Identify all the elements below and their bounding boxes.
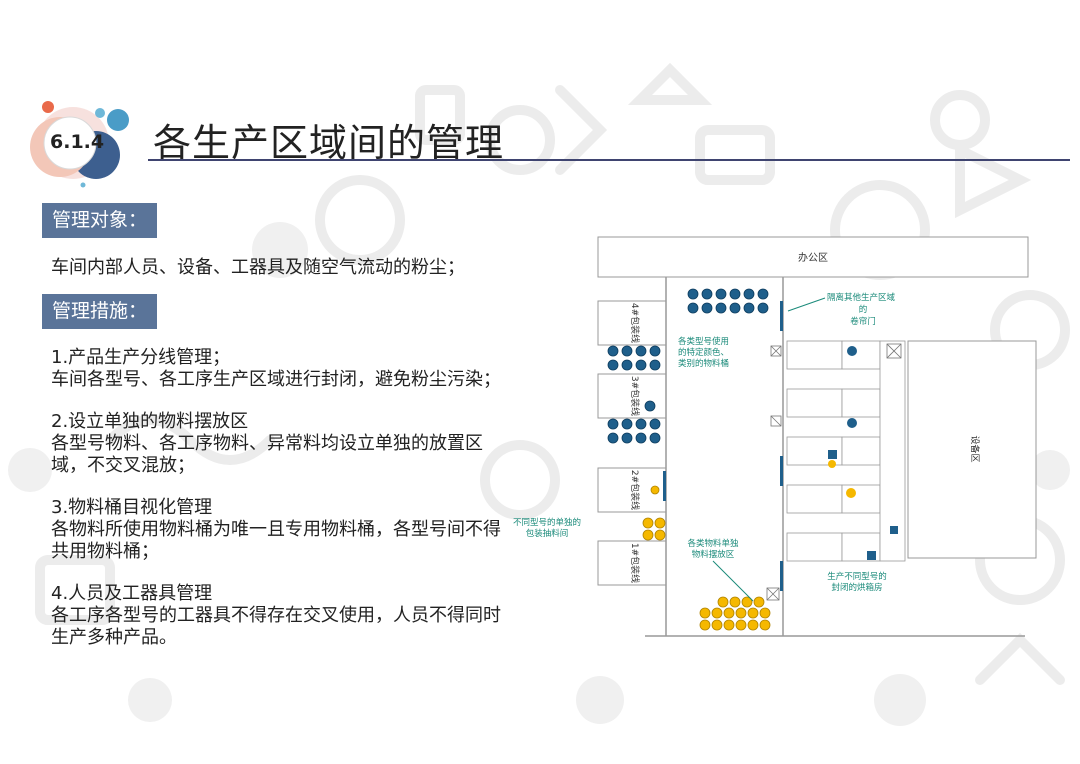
section-number: 6.1.4 — [50, 131, 105, 153]
measure-title: 3.物料桶目视化管理 — [51, 497, 213, 518]
floor-plan: 办公区 4#包装线 3#包装线 2#包装线 1#包装线 设备区 — [513, 236, 1037, 637]
callout-rooms: 封闭的烘箱房 — [831, 582, 882, 593]
callout-isolation: 的 — [859, 304, 868, 315]
line-label: 3#包装线 — [629, 376, 641, 416]
callout-bins: 类别的物料桶 — [678, 358, 729, 369]
oven-rooms — [786, 340, 906, 562]
measure-item: 2.设立单独的物料摆放区 各型号物料、各工序物料、异常料均设立单独的放置区域，不… — [51, 411, 501, 477]
measure-title: 4.人员及工器具管理 — [51, 583, 213, 604]
callout-pack: 不同型号的单独的 — [513, 517, 581, 528]
equipment-area — [907, 340, 1037, 559]
measure-title: 2.设立单独的物料摆放区 — [51, 411, 249, 432]
section-badge-bubbles — [30, 101, 129, 188]
target-text: 车间内部人员、设备、工器具及随空气流动的粉尘； — [51, 257, 465, 278]
callout-area: 各类物料单独 — [687, 538, 739, 549]
line-label: 2#包装线 — [629, 470, 641, 510]
line-label: 4#包装线 — [629, 303, 641, 343]
packing-line-1 — [597, 540, 667, 586]
callout-rooms: 生产不同型号的 — [827, 571, 887, 582]
measure-item: 3.物料桶目视化管理 各物料所使用物料桶为唯一且专用物料桶，各型号间不得共用物料… — [51, 497, 501, 563]
office-label: 办公区 — [798, 251, 828, 264]
callout-bins: 各类型号使用 — [678, 336, 729, 347]
callout-isolation: 卷帘门 — [850, 316, 876, 327]
measures-label: 管理措施： — [42, 294, 158, 329]
callout-area: 物料摆放区 — [692, 549, 735, 560]
measure-body: 各物料所使用物料桶为唯一且专用物料桶，各型号间不得共用物料桶； — [51, 519, 501, 562]
packing-line-4 — [597, 300, 667, 346]
yellow-bins — [642, 485, 771, 631]
measure-item: 1.产品生产分线管理； 车间各型号、各工序生产区域进行封闭，避免粉尘污染； — [51, 347, 501, 391]
measure-body: 各工序各型号的工器具不得存在交叉使用，人员不得同时生产多种产品。 — [51, 605, 501, 648]
measure-item: 4.人员及工器具管理 各工序各型号的工器具不得存在交叉使用，人员不得同时生产多种… — [51, 583, 501, 649]
equipment-label: 设备区 — [969, 435, 981, 462]
measure-body: 各型号物料、各工序物料、异常料均设立单独的放置区域，不交叉混放； — [51, 433, 483, 476]
line-label: 1#包装线 — [629, 543, 641, 583]
measure-body: 车间各型号、各工序生产区域进行封闭，避免粉尘污染； — [51, 369, 501, 390]
callout-isolation: 隔离其他生产区域 — [827, 292, 896, 303]
callout-bins: 的特定颜色、 — [678, 347, 729, 358]
page-title: 各生产区域间的管理 — [153, 121, 505, 165]
blue-bins — [607, 288, 769, 444]
packing-line-3 — [597, 373, 667, 419]
measure-title: 1.产品生产分线管理； — [51, 347, 231, 368]
office-area — [597, 236, 1029, 278]
callout-pack: 包装抽料间 — [526, 528, 569, 539]
target-label: 管理对象： — [42, 203, 158, 238]
title-underline — [148, 159, 1070, 161]
